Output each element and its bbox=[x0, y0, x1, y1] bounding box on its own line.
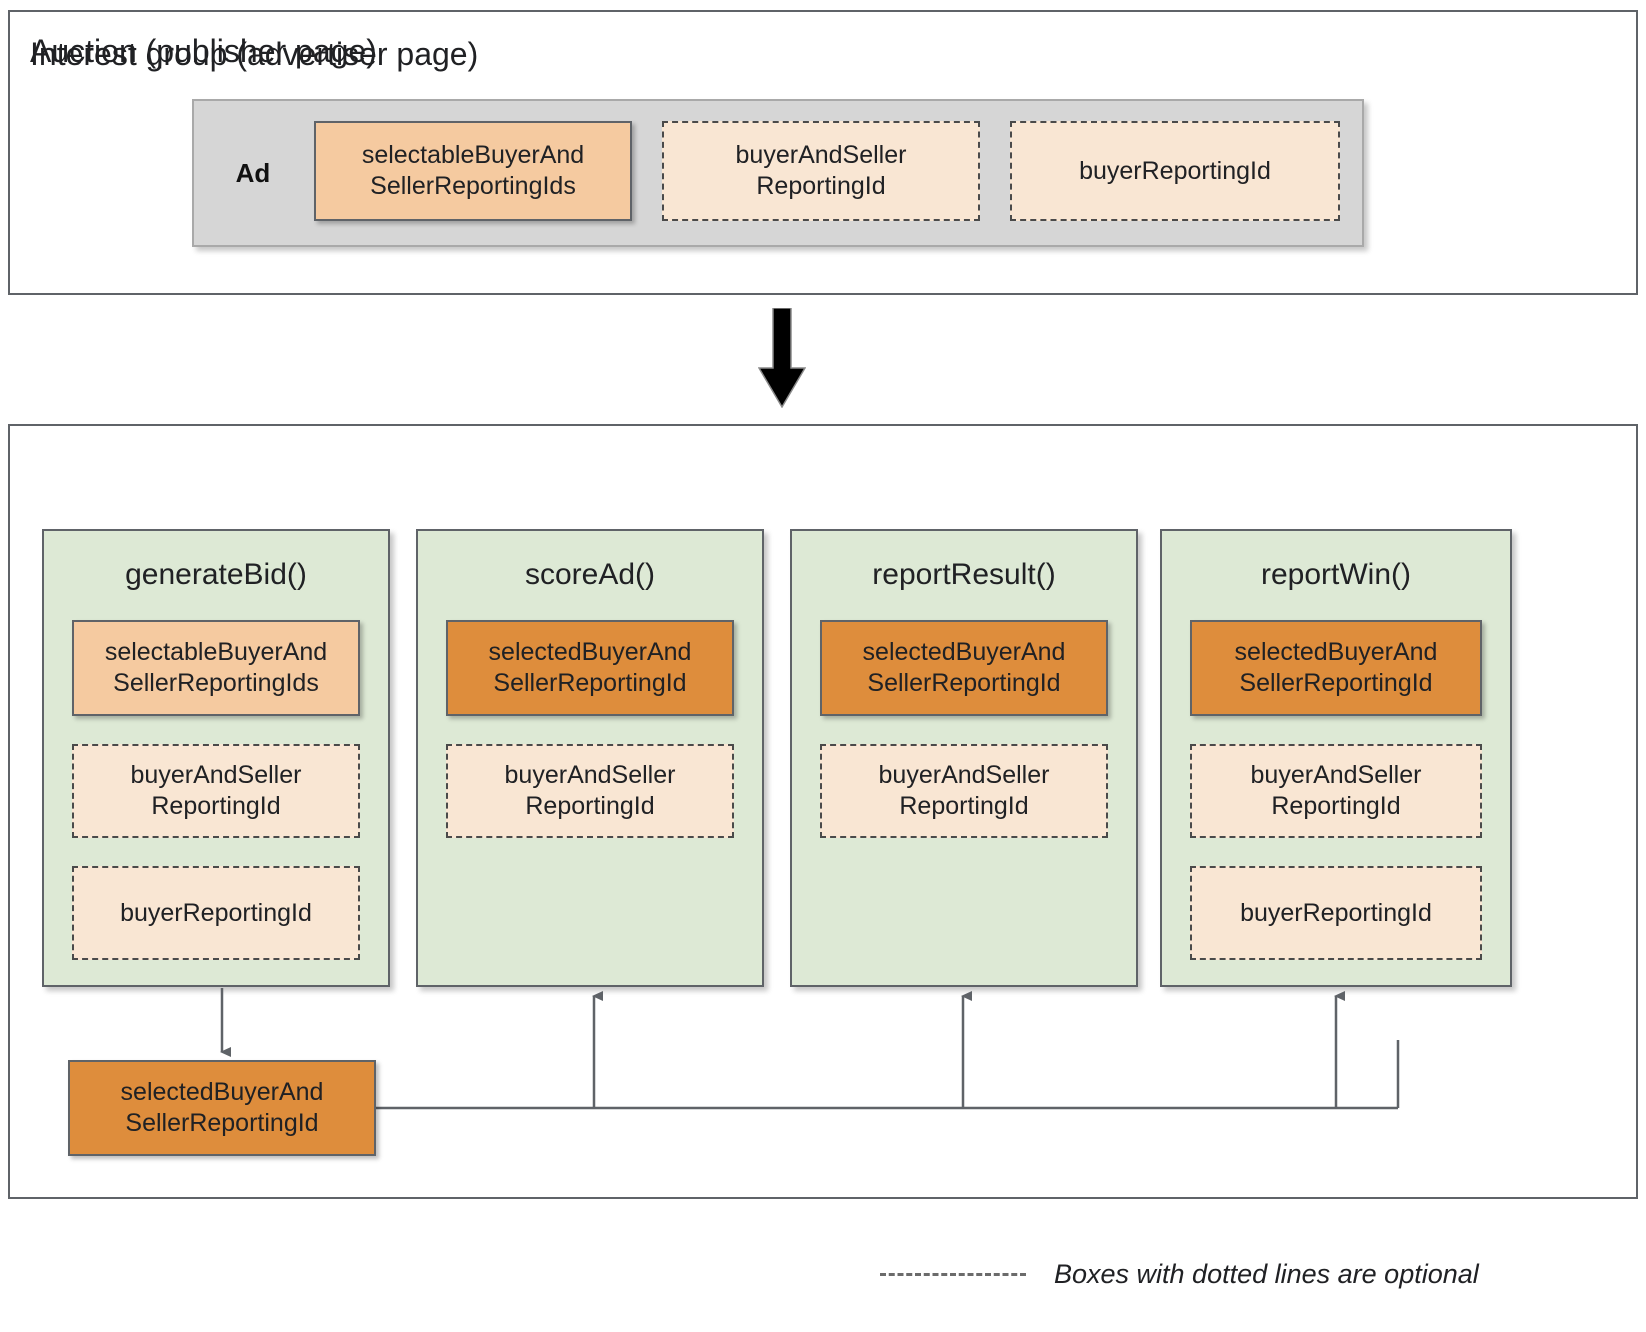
reportwin-field-buyer-reporting-id: buyerReportingId bbox=[1190, 866, 1482, 960]
function-title-generatebid: generateBid() bbox=[125, 558, 307, 591]
scoread-field-selected-buyer-and-seller-reporting-id: selectedBuyerAnd SellerReportingId bbox=[446, 620, 734, 716]
ad-label: Ad bbox=[235, 157, 271, 188]
function-column-scoread: scoreAd() selectedBuyerAnd SellerReporti… bbox=[416, 529, 764, 987]
function-column-reportresult: reportResult() selectedBuyerAnd SellerRe… bbox=[790, 529, 1138, 987]
generatebid-field-buyer-and-seller-reporting-id: buyerAndSeller ReportingId bbox=[72, 744, 360, 838]
generatebid-field-buyer-reporting-id: buyerReportingId bbox=[72, 866, 360, 960]
generatebid-field-selectable-buyer-and-seller-reporting-ids: selectableBuyerAnd SellerReportingIds bbox=[72, 620, 360, 716]
flow-down-arrow-icon bbox=[757, 307, 807, 409]
auction-title: Auction (publisher page) bbox=[30, 33, 377, 69]
reportresult-field-selected-buyer-and-seller-reporting-id: selectedBuyerAnd SellerReportingId bbox=[820, 620, 1108, 716]
reportwin-field-selected-buyer-and-seller-reporting-id: selectedBuyerAnd SellerReportingId bbox=[1190, 620, 1482, 716]
ad-field-buyer-and-seller-reporting-id: buyerAndSeller ReportingId bbox=[662, 121, 980, 221]
scoread-field-buyer-and-seller-reporting-id: buyerAndSeller ReportingId bbox=[446, 744, 734, 838]
ad-field-buyer-reporting-id: buyerReportingId bbox=[1010, 121, 1340, 221]
legend-text: Boxes with dotted lines are optional bbox=[1054, 1258, 1479, 1289]
legend: Boxes with dotted lines are optional bbox=[880, 1252, 1620, 1296]
function-column-generatebid: generateBid() selectableBuyerAnd SellerR… bbox=[42, 529, 390, 987]
interest-group-title: Interest group (advertiser page) bbox=[30, 36, 479, 72]
function-column-reportwin: reportWin() selectedBuyerAnd SellerRepor… bbox=[1160, 529, 1512, 987]
reportwin-field-buyer-and-seller-reporting-id: buyerAndSeller ReportingId bbox=[1190, 744, 1482, 838]
legend-dashed-line-swatch bbox=[880, 1272, 1026, 1276]
function-title-scoread: scoreAd() bbox=[524, 558, 656, 591]
function-title-reportresult: reportResult() bbox=[872, 558, 1056, 591]
function-title-reportwin: reportWin() bbox=[1260, 558, 1411, 591]
ad-field-selectable-buyer-and-seller-reporting-ids: selectableBuyerAnd SellerReportingIds bbox=[314, 121, 632, 221]
auction-output-selected-buyer-and-seller-reporting-id: selectedBuyerAnd SellerReportingId bbox=[68, 1060, 376, 1156]
reportresult-field-buyer-and-seller-reporting-id: buyerAndSeller ReportingId bbox=[820, 744, 1108, 838]
